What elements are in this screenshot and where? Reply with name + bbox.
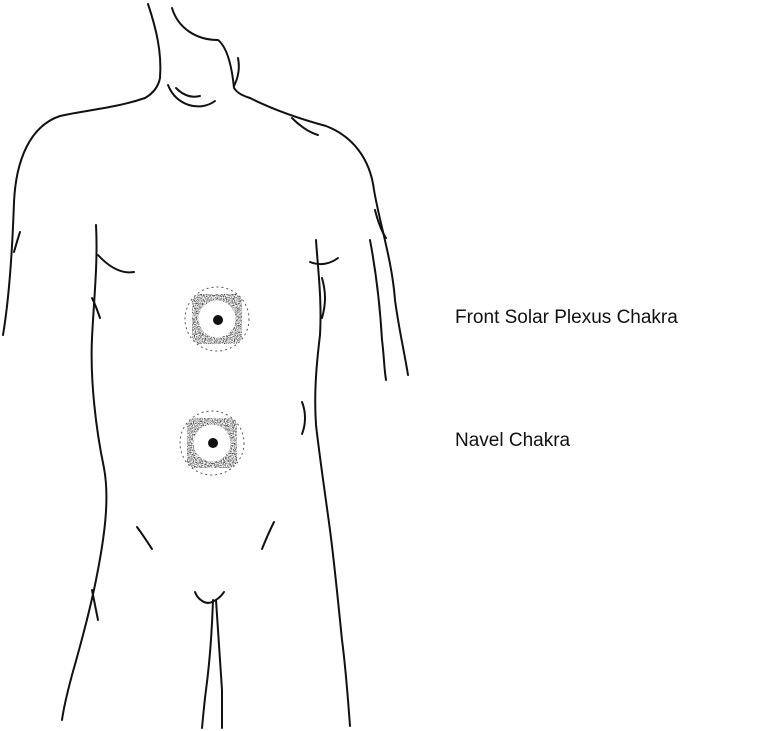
neck-left-line <box>145 4 160 98</box>
neck-right-line <box>172 8 250 98</box>
navel-chakra <box>180 411 244 475</box>
left-leg-inner <box>202 600 213 728</box>
navel-label: Navel Chakra <box>455 431 570 450</box>
left-shoulder-line <box>3 98 145 335</box>
solar-plexus-label: Front Solar Plexus Chakra <box>455 308 678 327</box>
right-waist-mark <box>302 402 305 434</box>
chest-line-right <box>310 258 338 264</box>
torso-right-side <box>315 240 350 726</box>
hip-line-right <box>262 522 274 549</box>
neck-crease <box>234 58 239 86</box>
right-rib-mark <box>322 278 325 318</box>
solar-plexus-chakra <box>185 287 249 351</box>
left-armpit-mark <box>14 232 20 252</box>
right-leg-inner <box>216 600 222 728</box>
body-outline <box>3 4 408 728</box>
hip-line-left <box>137 527 152 549</box>
right-arm-inner <box>370 240 386 380</box>
chest-line-left <box>98 255 134 272</box>
crotch-curve <box>195 592 224 603</box>
solar-plexus-center <box>213 315 223 325</box>
navel-center <box>208 438 218 448</box>
neck-mark-left <box>176 88 200 97</box>
left-thigh-mark <box>92 590 98 620</box>
torso-left-side <box>62 225 106 720</box>
